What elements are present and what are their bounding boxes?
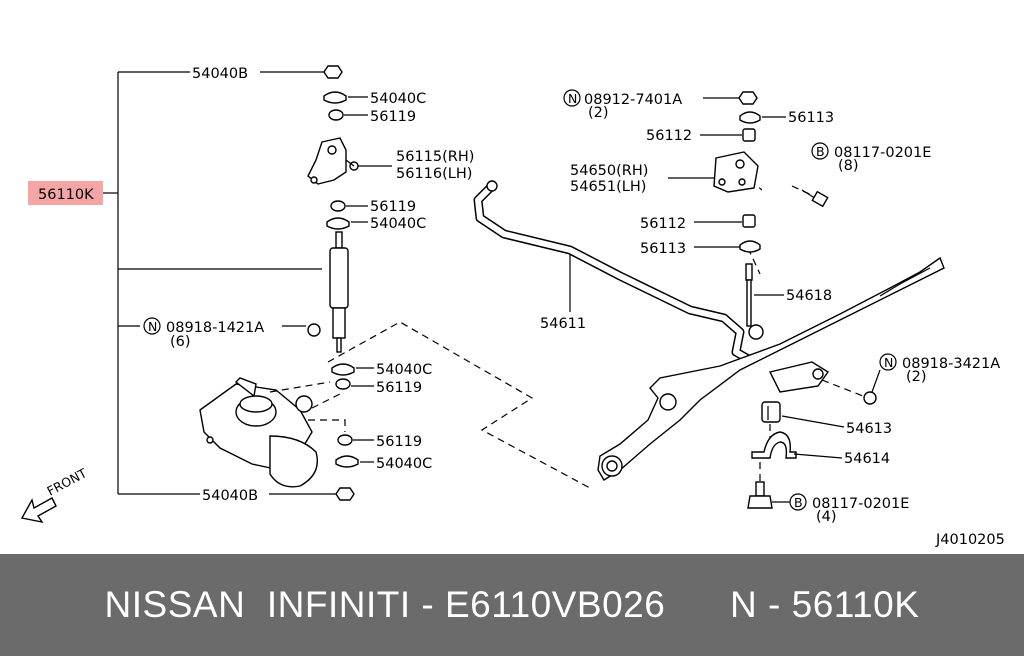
clamp-54614 [751,431,797,459]
bushing-56119-3 [335,378,351,390]
main-part-label[interactable]: 56110K [38,187,94,203]
callout-54040c-2[interactable]: 54040C [370,216,426,232]
b-symbol-2 [789,493,807,511]
b-symbol-2-text: B [794,495,803,510]
stabilizer-bracket-54650 [713,151,759,193]
qty-08918-3421a: (2) [906,369,927,385]
lower-control-arm [597,256,945,481]
callout-56113-1[interactable]: 56113 [788,110,834,126]
callout-54613[interactable]: 54613 [846,421,892,437]
qty-08117-0201e-2: (4) [816,509,837,525]
front-label: FRONT [44,465,89,498]
stabilizer-bar-end [486,180,498,192]
n-symbol-3-text: N [884,355,893,370]
bushing-56119-2 [330,200,346,212]
bushing-56119-4 [337,434,353,446]
callout-56119-2[interactable]: 56119 [370,199,416,215]
callout-54618[interactable]: 54618 [786,288,832,304]
callout-56116[interactable]: 56116(LH) [396,166,472,182]
callout-54650[interactable]: 54650(RH) [570,163,648,179]
callout-54040b-top[interactable]: 54040B [192,66,248,82]
front-arrow-icon [20,497,57,524]
bushing-56119-1 [328,109,344,121]
n-symbol-2-text: N [568,91,577,106]
bushing-56113-1 [739,111,761,124]
main-bracket-lines [103,71,340,495]
washer-54040c-3 [331,363,355,376]
b-symbol-1 [811,142,829,160]
washer-54040c-2 [326,217,350,230]
shock-absorber [329,231,349,353]
upper-mount-bracket [307,137,359,185]
callout-54651[interactable]: 54651(LH) [570,179,646,195]
b-symbol-1-text: B [816,144,825,159]
n-symbol-1-text: N [148,319,157,334]
callout-08117-0201e-1[interactable]: 08117-0201E [834,145,931,161]
washer-54040c-1 [323,91,347,104]
parts-diagram: 56110K 54040B 54040C 56119 56115(RH) 561… [20,65,1005,548]
callout-56119-1[interactable]: 56119 [370,109,416,125]
nut-54040b-top [323,65,343,79]
callout-08918-3421a[interactable]: 08918-3421A [902,356,1000,372]
bushing-54613 [761,401,781,423]
callout-08918-1421a[interactable]: 08918-1421A [166,320,264,336]
nut-08912-7401a [738,91,758,105]
dashed-connectors [269,179,869,489]
footer-title: NISSAN INFINITI - E6110VB026 N - 56110K [104,584,920,625]
callout-54614[interactable]: 54614 [844,451,890,467]
qty-08918-1421a: (6) [170,334,191,350]
callout-56119-3[interactable]: 56119 [376,380,422,396]
bolt-08117-0201e-2 [747,481,773,509]
nut-54040b-bottom [335,487,355,501]
callout-54040c-1[interactable]: 54040C [370,91,426,107]
nut-08918-1421a [307,323,321,337]
callout-56119-4[interactable]: 56119 [376,434,422,450]
n-symbol-1 [143,317,161,335]
drawing-code: J4010205 [935,532,1005,548]
main-label-highlight [28,181,103,205]
n-symbol-3 [879,353,897,371]
callout-56113-2[interactable]: 56113 [640,241,686,257]
bushing-56112-1 [742,128,756,142]
bushing-56113-2 [739,240,761,253]
callout-54040c-4[interactable]: 54040C [376,456,432,472]
callout-56112-1[interactable]: 56112 [646,128,692,144]
bushing-56112-2 [742,214,756,228]
stabilizer-link-54618 [745,263,764,340]
callout-54611[interactable]: 54611 [540,316,586,332]
callout-54040c-3[interactable]: 54040C [376,362,432,378]
nut-08918-3421a [863,391,877,405]
qty-08117-0201e-1: (8) [838,158,859,174]
callout-56112-2[interactable]: 56112 [640,216,686,232]
callout-08912-7401a[interactable]: 08912-7401A [584,92,682,108]
qty-08912-7401a: (2) [588,105,609,121]
washer-54040c-4 [335,455,359,468]
n-symbol-2 [563,89,581,107]
callout-08117-0201e-2[interactable]: 08117-0201E [812,496,909,512]
bolt-08117-0201e-1 [801,189,829,208]
footer-bar: NISSAN INFINITI - E6110VB026 N - 56110K [0,554,1024,656]
lower-knuckle-assembly [199,377,318,488]
callout-54040b-bottom[interactable]: 54040B [202,488,258,504]
callout-56115[interactable]: 56115(RH) [396,149,474,165]
